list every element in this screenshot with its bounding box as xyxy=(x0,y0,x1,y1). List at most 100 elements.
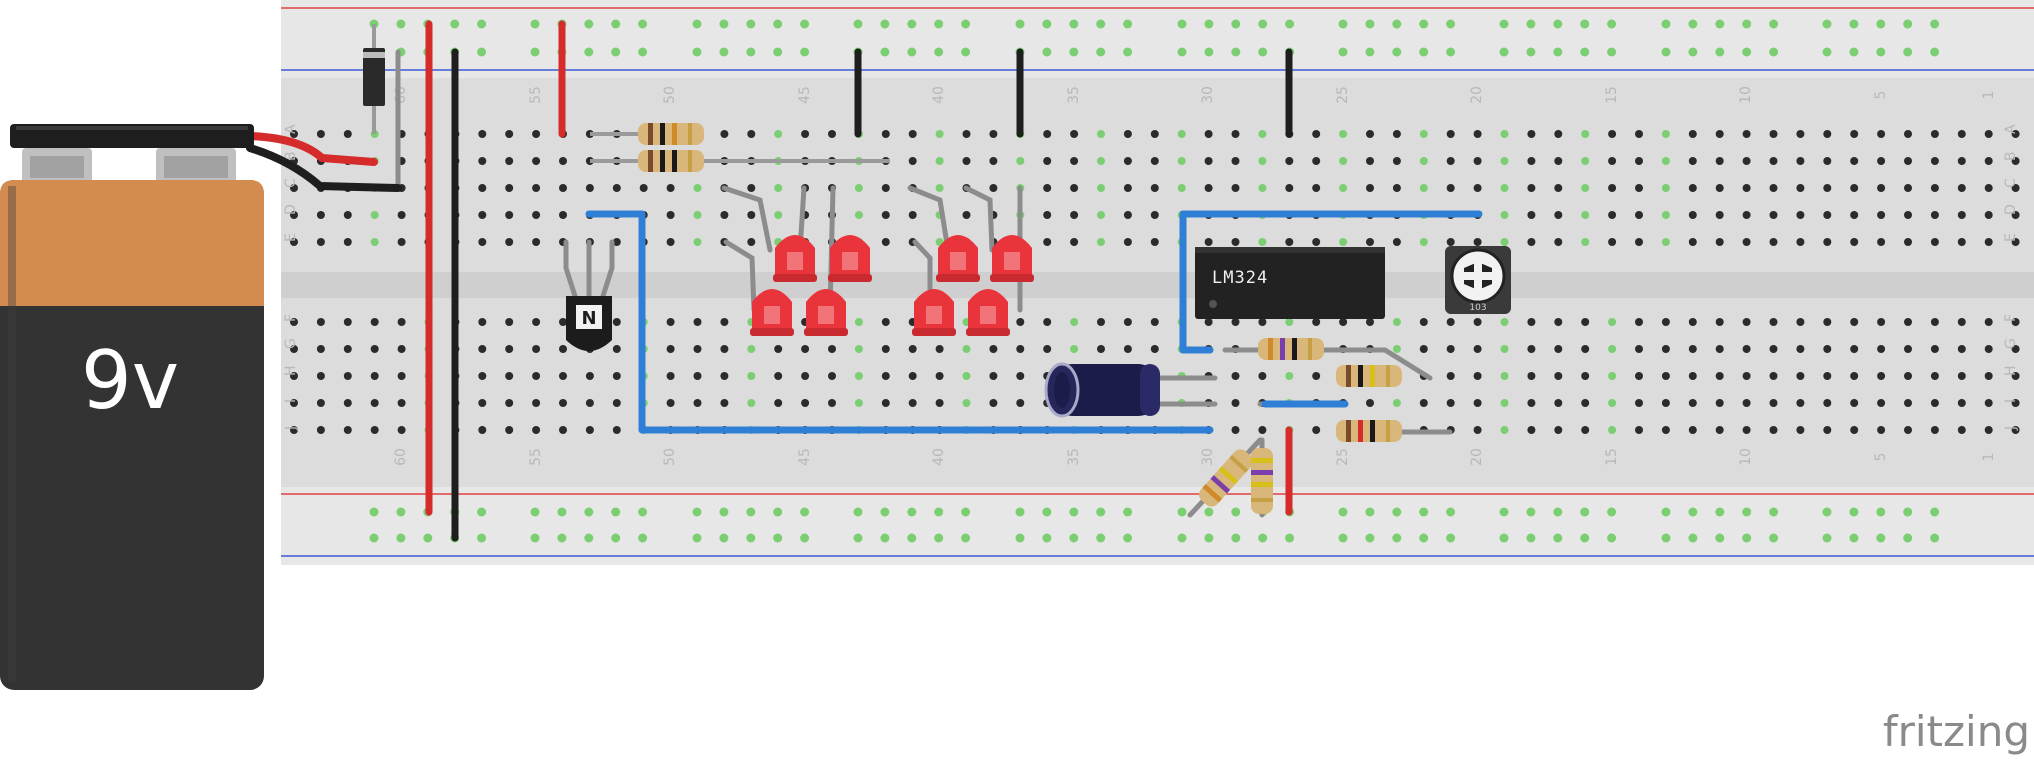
breadboard-hole xyxy=(962,345,971,353)
column-number: 1 xyxy=(1981,91,1997,100)
breadboard-hole xyxy=(505,399,514,407)
column-number: 1 xyxy=(1981,453,1997,462)
breadboard-hole xyxy=(1366,157,1374,165)
breadboard-hole xyxy=(1312,426,1321,434)
rail-hole xyxy=(423,533,433,543)
breadboard-hole xyxy=(505,238,514,246)
rail-hole xyxy=(1231,47,1241,57)
rail-hole xyxy=(1392,47,1402,57)
breadboard-hole xyxy=(747,399,756,407)
breadboard-hole xyxy=(1661,318,1670,326)
rail-hole xyxy=(1715,47,1725,57)
column-number: 50 xyxy=(662,86,678,104)
breadboard-hole xyxy=(1150,345,1159,353)
rail-hole xyxy=(1042,507,1052,517)
breadboard-hole xyxy=(532,426,541,434)
rail-hole xyxy=(1688,533,1698,543)
breadboard-hole xyxy=(290,238,298,246)
breadboard-hole xyxy=(1366,318,1374,326)
breadboard-hole xyxy=(1796,399,1805,407)
column-number: 45 xyxy=(797,448,813,466)
rail-hole xyxy=(1285,533,1295,543)
rail-hole xyxy=(1930,507,1940,517)
breadboard-hole xyxy=(828,399,836,407)
ic-label: LM324 xyxy=(1212,268,1268,288)
rail-hole xyxy=(1204,47,1214,57)
rail-hole xyxy=(1365,507,1375,517)
rail-hole xyxy=(1204,19,1214,29)
breadboard-hole xyxy=(1904,426,1912,434)
breadboard-hole xyxy=(1500,157,1509,165)
breadboard-hole xyxy=(1312,238,1321,246)
breadboard-hole xyxy=(1016,345,1025,353)
breadboard-hole xyxy=(505,372,514,380)
rail-hole xyxy=(1096,533,1106,543)
breadboard-hole xyxy=(693,184,702,192)
breadboard-hole xyxy=(1419,318,1428,326)
breadboard-hole xyxy=(908,130,917,138)
breadboard-hole xyxy=(585,399,594,407)
breadboard-hole xyxy=(935,184,944,192)
rail-hole xyxy=(396,533,406,543)
breadboard-hole xyxy=(1312,157,1321,165)
breadboard-hole xyxy=(1850,426,1859,434)
breadboard-hole xyxy=(1581,399,1590,407)
breadboard-hole xyxy=(1419,130,1428,138)
rail-hole xyxy=(611,533,621,543)
breadboard-hole xyxy=(343,130,352,138)
row-letter: D xyxy=(2003,204,2019,215)
breadboard-hole xyxy=(397,211,406,219)
breadboard-hole xyxy=(1661,157,1670,165)
breadboard-hole xyxy=(666,238,675,246)
rail-hole xyxy=(1580,47,1590,57)
rail-hole xyxy=(1661,47,1671,57)
rail-hole xyxy=(1177,47,1187,57)
red-led xyxy=(936,235,980,282)
breadboard-hole xyxy=(1339,130,1348,138)
rail-hole xyxy=(853,533,863,543)
rail-hole xyxy=(611,47,621,57)
breadboard-hole xyxy=(2011,399,2020,407)
row-letter: J xyxy=(2003,426,2019,431)
breadboard-hole xyxy=(1823,399,1832,407)
rail-hole xyxy=(1769,19,1779,29)
breadboard-hole xyxy=(478,211,487,219)
rail-hole xyxy=(1231,507,1241,517)
breadboard-hole xyxy=(1635,157,1643,165)
breadboard-hole xyxy=(1877,211,1886,219)
rail-hole xyxy=(1069,533,1079,543)
rail-hole xyxy=(1042,19,1052,29)
breadboard-hole xyxy=(370,318,379,326)
rail-hole xyxy=(530,47,540,57)
breadboard-hole xyxy=(881,372,890,380)
breadboard-hole xyxy=(612,238,621,246)
breadboard-hole xyxy=(1527,211,1536,219)
rail-hole xyxy=(746,507,756,517)
breadboard-hole xyxy=(1527,399,1536,407)
rail-hole xyxy=(1580,19,1590,29)
breadboard-hole xyxy=(1231,184,1240,192)
breadboard-hole xyxy=(532,157,541,165)
rail-hole xyxy=(880,19,890,29)
breadboard-hole xyxy=(854,399,863,407)
breadboard-hole xyxy=(908,345,917,353)
rail-hole xyxy=(1876,507,1886,517)
breadboard-hole xyxy=(1419,238,1428,246)
breadboard-hole xyxy=(1904,130,1912,138)
rail-hole xyxy=(1553,19,1563,29)
rail-hole xyxy=(1499,47,1509,57)
breadboard-hole xyxy=(505,426,514,434)
column-number: 45 xyxy=(797,86,813,104)
breadboard-hole xyxy=(1554,426,1563,434)
rail-hole xyxy=(1849,19,1859,29)
breadboard-hole xyxy=(585,184,594,192)
rail-hole xyxy=(907,507,917,517)
breadboard-hole xyxy=(1661,372,1670,380)
rail-hole xyxy=(1849,507,1859,517)
row-letter: E xyxy=(283,233,299,242)
breadboard-hole xyxy=(1123,238,1132,246)
rail-hole xyxy=(1015,507,1025,517)
breadboard-hole xyxy=(1715,345,1724,353)
breadboard-hole xyxy=(1796,318,1805,326)
breadboard-hole xyxy=(1742,345,1751,353)
